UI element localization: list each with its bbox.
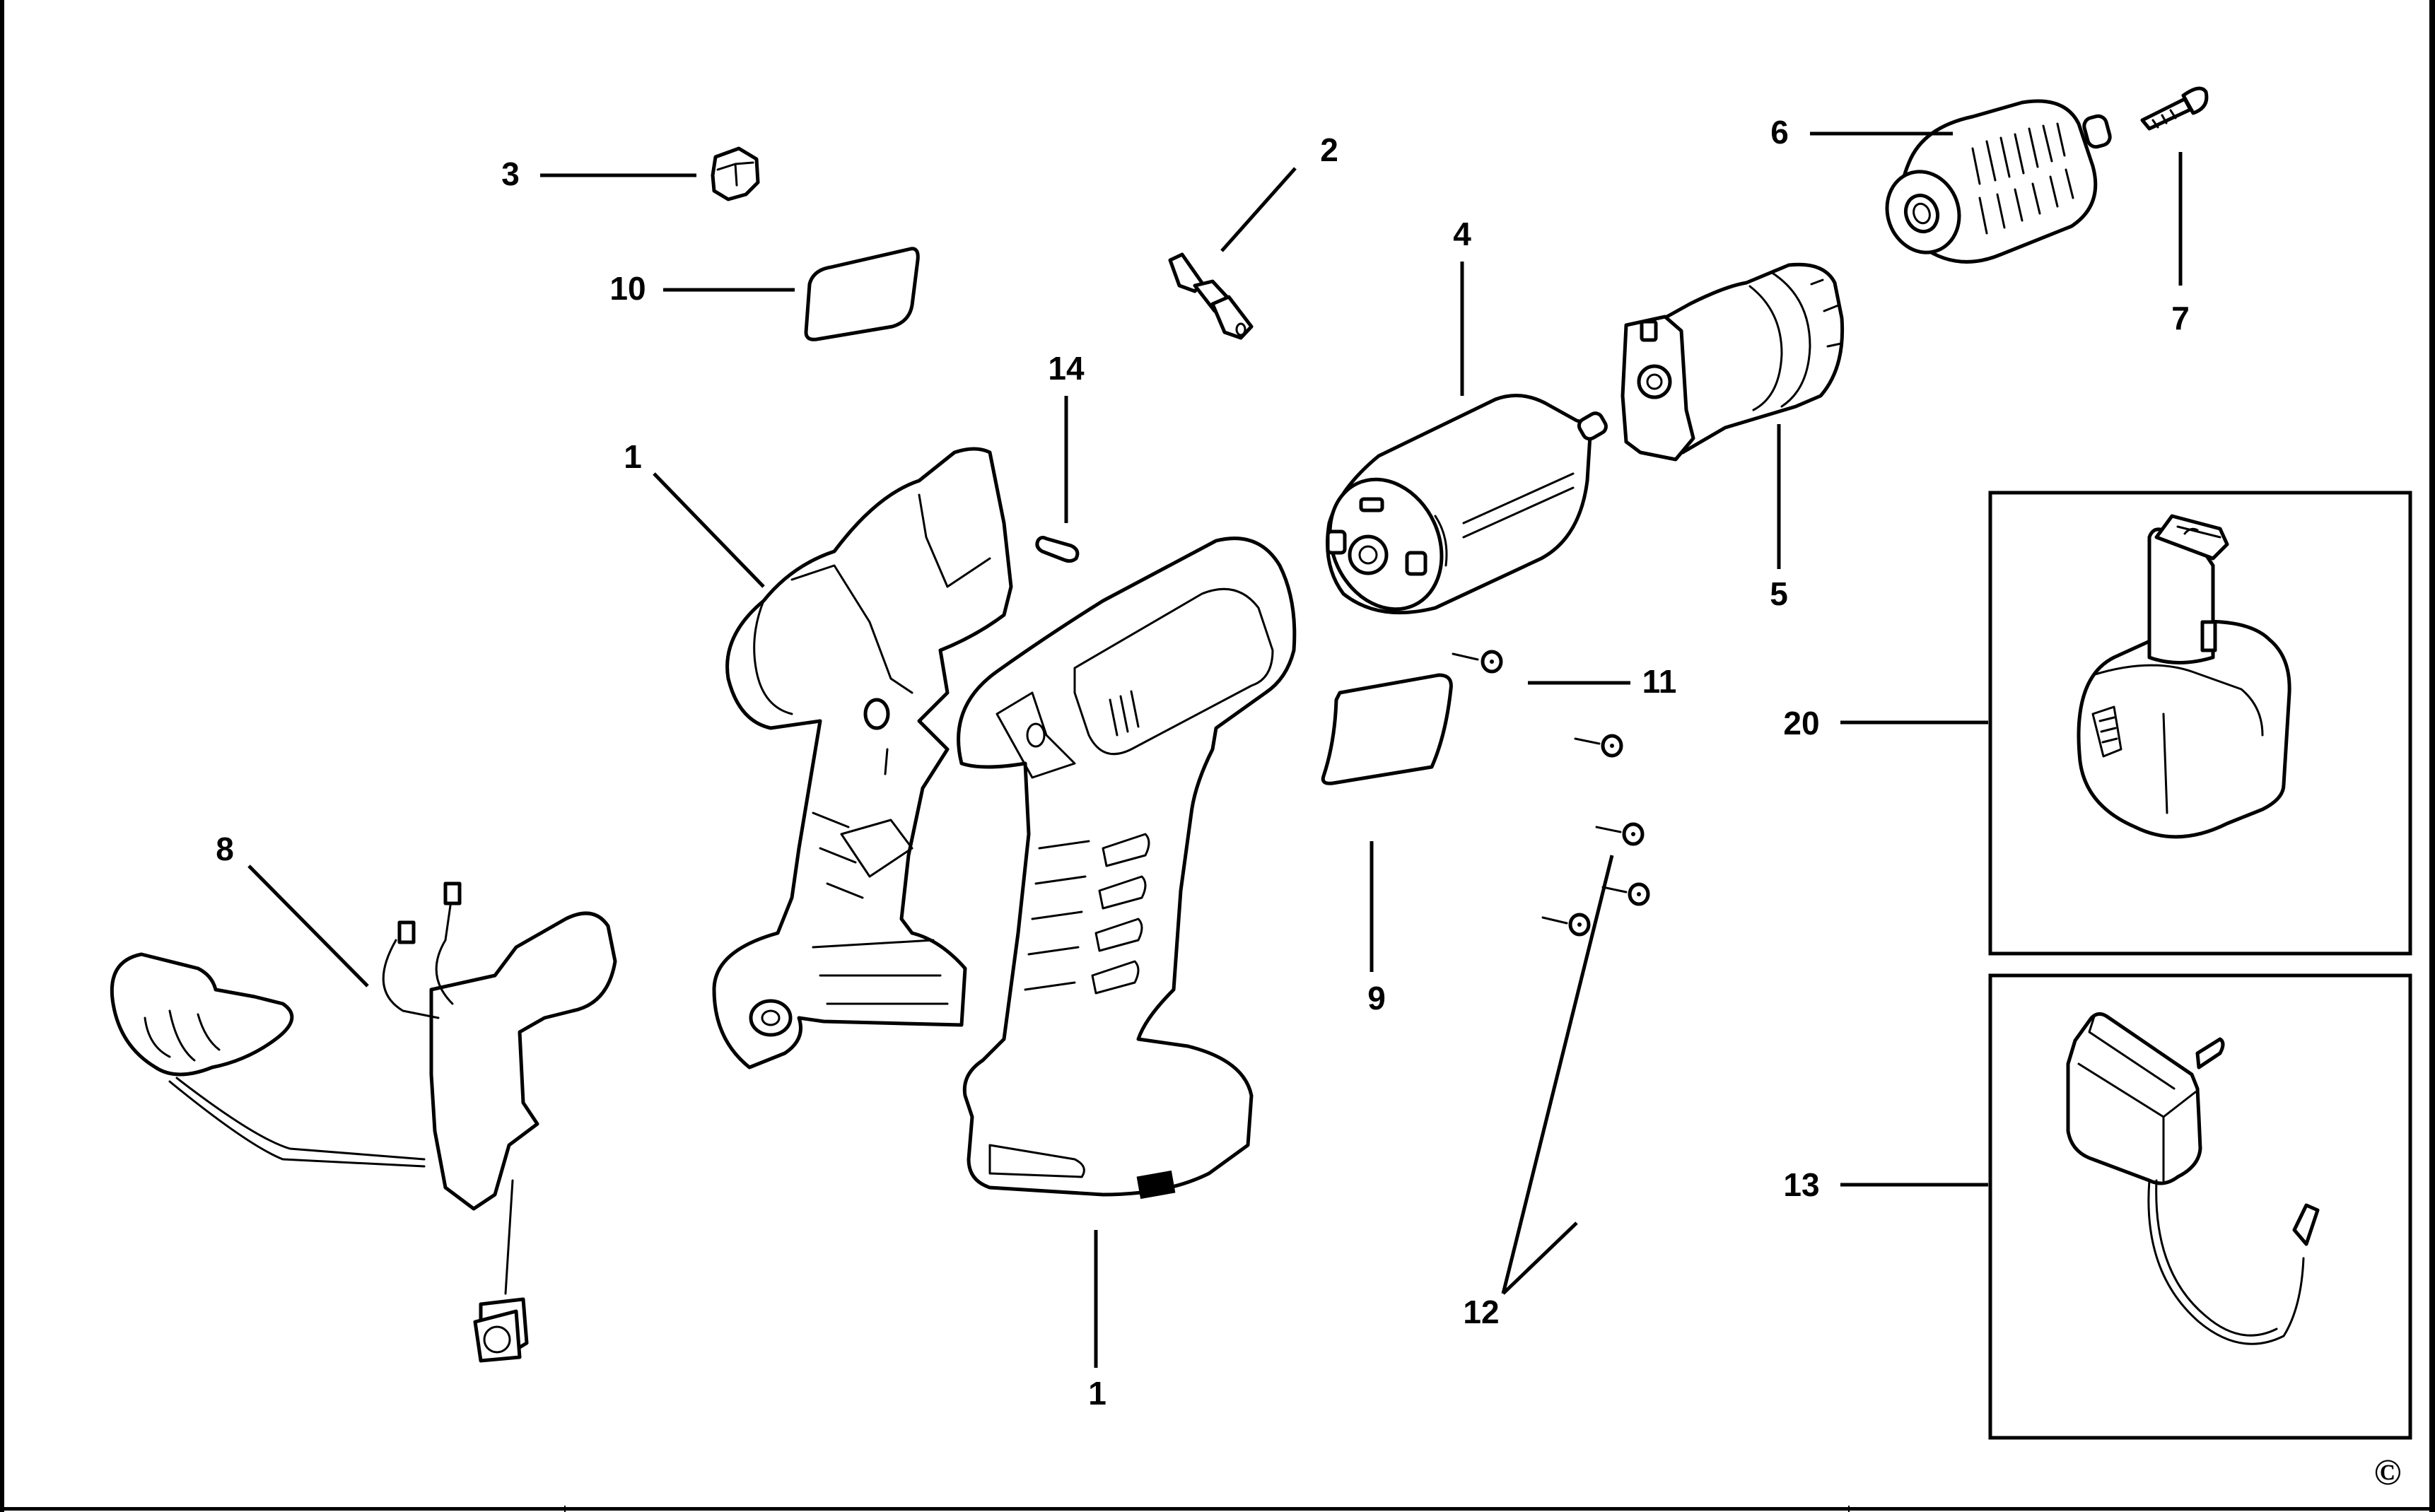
- callout-3: 3: [501, 156, 520, 192]
- footer-divider-left: [564, 1506, 566, 1512]
- left-border: [0, 0, 4, 1512]
- part-12-screw-3[interactable]: [1601, 882, 1650, 906]
- callout-14: 14: [1048, 350, 1085, 387]
- part-4-motor[interactable]: [1309, 394, 1608, 628]
- part-2-connector[interactable]: [1168, 252, 1254, 340]
- part-8-switch-assembly[interactable]: [110, 881, 617, 1363]
- leader-lines: [247, 131, 2183, 1368]
- part-1-housing-left-half[interactable]: [712, 447, 1013, 1069]
- callout-1-upper: 1: [624, 438, 642, 475]
- callout-1-lower: 1: [1088, 1375, 1106, 1412]
- callout-12: 12: [1463, 1294, 1499, 1330]
- callout-8: 8: [216, 831, 234, 867]
- callout-7: 7: [2171, 300, 2190, 336]
- part-9-label-plate[interactable]: [1321, 673, 1453, 785]
- callout-5: 5: [1770, 575, 1788, 612]
- footer-divider-right: [1848, 1506, 1850, 1512]
- part-1-housing-right-half[interactable]: [957, 537, 1297, 1200]
- battery-box-frame: [1988, 491, 2412, 956]
- part-5-gearbox[interactable]: [1621, 262, 1845, 462]
- part-12-screw-1[interactable]: [1574, 734, 1623, 758]
- charger-box-frame: [1988, 973, 2412, 1440]
- part-11-screw[interactable]: [1452, 650, 1503, 674]
- callout-2: 2: [1320, 131, 1338, 168]
- part-20-battery-pack[interactable]: [2077, 514, 2291, 839]
- part-7-chuck-screw[interactable]: [2140, 86, 2209, 131]
- callout-4: 4: [1453, 216, 1471, 252]
- right-border: [2429, 0, 2435, 1512]
- part-13-charger[interactable]: [2066, 1012, 2320, 1345]
- callout-9: 9: [1367, 980, 1386, 1016]
- part-14-pin[interactable]: [1035, 536, 1080, 563]
- callout-6: 6: [1770, 114, 1789, 151]
- copyright-mark: ©: [2374, 1453, 2402, 1493]
- bottom-rule: [0, 1507, 2435, 1511]
- callout-20: 20: [1783, 705, 1819, 742]
- callout-13: 13: [1783, 1166, 1819, 1203]
- part-12-screw-2[interactable]: [1595, 822, 1645, 846]
- callout-10: 10: [609, 270, 646, 307]
- part-6-chuck[interactable]: [1876, 99, 2112, 264]
- part-10-label-plate[interactable]: [804, 247, 920, 341]
- part-12-screw-4[interactable]: [1541, 913, 1591, 937]
- callout-11: 11: [1642, 663, 1677, 700]
- part-3-clip[interactable]: [711, 146, 760, 201]
